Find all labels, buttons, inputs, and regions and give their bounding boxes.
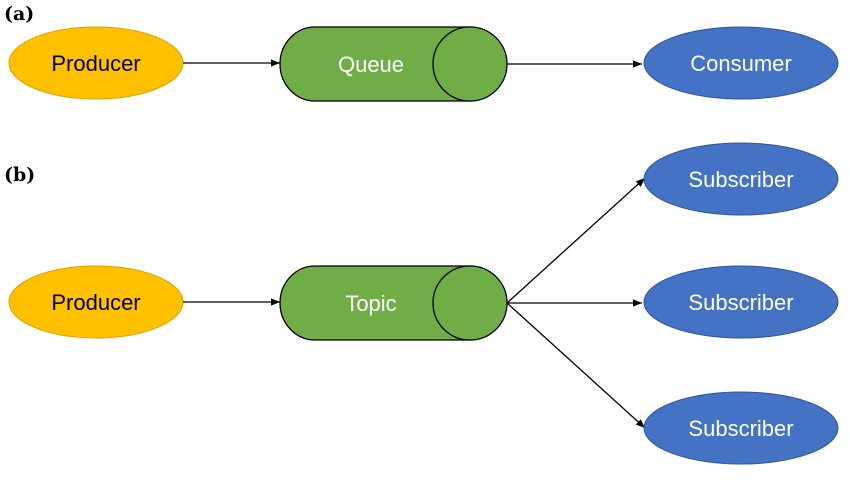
topic-b: Topic: [279, 265, 508, 341]
consumer-label: Consumer: [690, 51, 791, 76]
panel-a: (a) Producer Queue Consumer: [4, 3, 839, 102]
consumer-a: Consumer: [643, 26, 839, 100]
queue-end-cap: [432, 26, 508, 102]
panel-b: (b) Producer Topic Subscriber Subscriber…: [4, 142, 839, 465]
subscriber-2: Subscriber: [643, 265, 839, 339]
subscriber-1-ellipse: [643, 142, 839, 216]
subscriber-3-ellipse: [643, 391, 839, 465]
subscriber-2-label: Subscriber: [688, 290, 793, 315]
arrow-topic-to-subscriber-3: [506, 302, 646, 429]
producer-a: Producer: [8, 26, 184, 100]
topic-end-cap: [432, 265, 508, 341]
subscriber-1-label: Subscriber: [688, 167, 793, 192]
queue-a: Queue: [279, 26, 508, 102]
consumer-ellipse: [643, 26, 839, 100]
producer-b-label: Producer: [51, 290, 140, 315]
topic-label: Topic: [345, 291, 396, 316]
producer-a-label: Producer: [51, 51, 140, 76]
subscriber-1: Subscriber: [643, 142, 839, 216]
arrow-topic-to-subscriber-1: [506, 177, 646, 304]
subscriber-3-label: Subscriber: [688, 416, 793, 441]
panel-a-label: (a): [4, 3, 34, 25]
queue-label: Queue: [338, 52, 404, 77]
panel-b-label: (b): [4, 164, 35, 186]
producer-b: Producer: [8, 265, 184, 339]
subscriber-2-ellipse: [643, 265, 839, 339]
subscriber-3: Subscriber: [643, 391, 839, 465]
